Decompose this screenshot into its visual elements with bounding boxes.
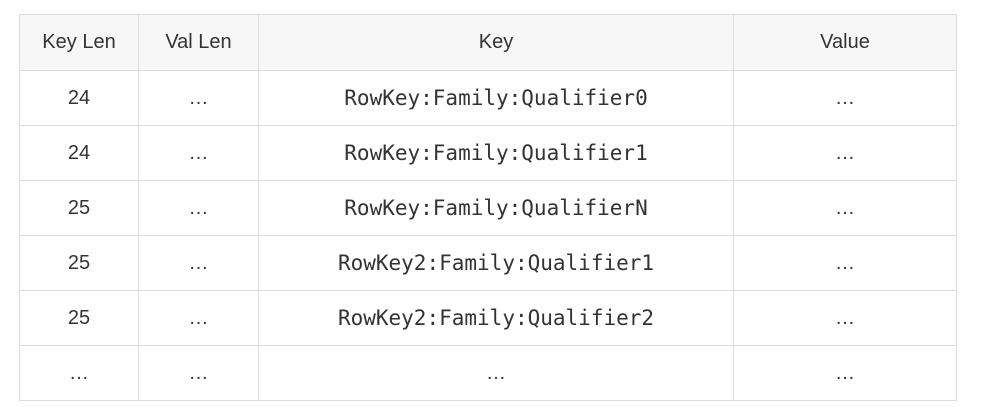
cell-value: …: [733, 235, 957, 291]
cell-val-len: …: [138, 180, 259, 236]
cell-val-len: …: [138, 70, 259, 126]
table-row: 25 … RowKey:Family:QualifierN …: [19, 180, 957, 236]
table-row: 25 … RowKey2:Family:Qualifier2 …: [19, 290, 957, 346]
header-key-len: Key Len: [19, 14, 139, 71]
cell-key-len: 25: [19, 180, 139, 236]
cell-key: …: [258, 345, 734, 401]
header-value: Value: [733, 14, 957, 71]
header-val-len: Val Len: [138, 14, 259, 71]
cell-key: RowKey:Family:Qualifier0: [258, 70, 734, 126]
cell-key-len: …: [19, 345, 139, 401]
cell-val-len: …: [138, 235, 259, 291]
header-row: Key Len Val Len Key Value: [19, 14, 957, 71]
cell-key-len: 24: [19, 70, 139, 126]
cell-key: RowKey:Family:QualifierN: [258, 180, 734, 236]
cell-key: RowKey2:Family:Qualifier2: [258, 290, 734, 346]
cell-value: …: [733, 345, 957, 401]
table-row: 25 … RowKey2:Family:Qualifier1 …: [19, 235, 957, 291]
header-key: Key: [258, 14, 734, 71]
table-row: … … … …: [19, 345, 957, 401]
cell-key: RowKey2:Family:Qualifier1: [258, 235, 734, 291]
cell-key: RowKey:Family:Qualifier1: [258, 125, 734, 181]
keyvalue-table: Key Len Val Len Key Value 24 … RowKey:Fa…: [19, 14, 957, 401]
cell-value: …: [733, 70, 957, 126]
table-row: 24 … RowKey:Family:Qualifier0 …: [19, 70, 957, 126]
cell-val-len: …: [138, 345, 259, 401]
cell-value: …: [733, 180, 957, 236]
cell-key-len: 24: [19, 125, 139, 181]
cell-val-len: …: [138, 125, 259, 181]
table-row: 24 … RowKey:Family:Qualifier1 …: [19, 125, 957, 181]
cell-val-len: …: [138, 290, 259, 346]
cell-value: …: [733, 125, 957, 181]
cell-value: …: [733, 290, 957, 346]
cell-key-len: 25: [19, 290, 139, 346]
cell-key-len: 25: [19, 235, 139, 291]
